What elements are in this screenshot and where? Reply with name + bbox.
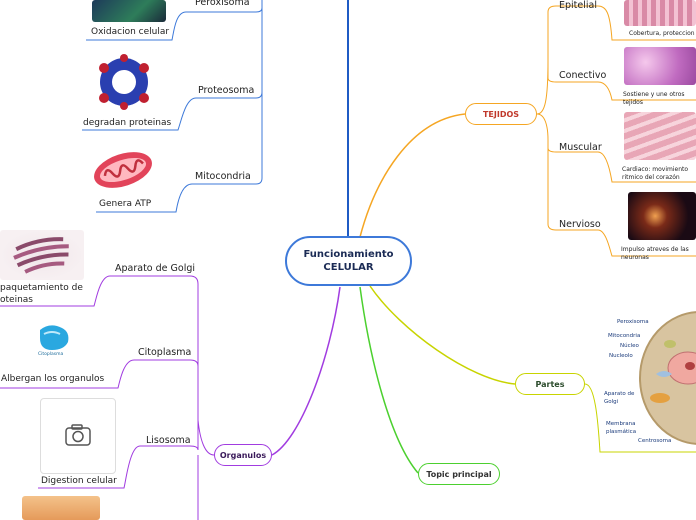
organulo-peroxisoma[interactable]: Peroxisoma	[195, 0, 250, 8]
golgi-caption-line1: paquetamiento de	[0, 283, 83, 293]
nervioso-image	[628, 192, 696, 240]
mitocondria-illustration	[94, 152, 152, 188]
topic-principal[interactable]: Topic principal	[418, 463, 500, 485]
cell-label-nucleolo: Nucleolo	[609, 353, 633, 359]
organulo-extra-image	[22, 496, 100, 520]
lisosoma-image-placeholder[interactable]	[40, 398, 116, 474]
conectivo-caption: Sostiene y une otros tejidos	[623, 91, 685, 106]
tejido-nervioso[interactable]: Nervioso	[559, 219, 601, 230]
proteosoma-image	[92, 52, 156, 112]
proteosoma-illustration	[99, 54, 149, 110]
tejido-epitelial[interactable]: Epitelial	[559, 0, 597, 11]
organulo-golgi[interactable]: Aparato de Golgi	[115, 263, 196, 274]
muscular-image	[624, 112, 696, 160]
nervioso-caption: Impulso atreves de las neuronas	[621, 246, 689, 261]
organulo-lisosoma[interactable]: Lisosoma	[146, 435, 191, 446]
peroxisoma-caption: Oxidacion celular	[91, 27, 170, 37]
cell-illustration	[639, 311, 696, 445]
cell-label-mitocondria: Mitocondria	[608, 333, 641, 339]
lisosoma-caption: Digestion celular	[41, 476, 117, 486]
central-title-line2: CELULAR	[323, 262, 374, 273]
conectivo-image	[624, 47, 696, 85]
citoplasma-caption: Albergan los organulos	[1, 374, 105, 384]
topic-organulos[interactable]: Organulos	[214, 444, 272, 466]
muscular-caption-line2: ritmico del corazón	[622, 174, 680, 181]
tejido-muscular[interactable]: Muscular	[559, 142, 602, 153]
cell-label-golgi: Aparato de Golgi	[604, 391, 635, 405]
muscular-caption-line1: Cardiaco: movimiento	[622, 166, 689, 173]
muscular-caption: Cardiaco: movimiento ritmico del corazón	[622, 166, 688, 182]
topic-tejidos[interactable]: TEJIDOS	[465, 103, 537, 125]
citoplasma-illustration	[40, 325, 69, 350]
organulo-mitocondria[interactable]: Mitocondria	[195, 171, 251, 182]
mitocondria-image	[90, 145, 156, 195]
golgi-caption-line2: oteinas	[0, 295, 33, 305]
camera-icon	[65, 424, 91, 446]
cell-diagram-image	[600, 306, 696, 448]
cell-label-nucleo: Núcleo	[620, 343, 639, 349]
golgi-illustration	[13, 237, 69, 274]
tejido-conectivo[interactable]: Conectivo	[559, 70, 607, 81]
topic-partes[interactable]: Partes	[515, 373, 585, 395]
proteosoma-caption: degradan proteinas	[83, 118, 172, 128]
golgi-image	[0, 230, 84, 280]
organulo-citoplasma[interactable]: Citoplasma	[138, 347, 192, 358]
organulo-proteosoma[interactable]: Proteosoma	[198, 85, 255, 96]
cell-label-peroxisoma: Peroxisoma	[617, 319, 649, 325]
cell-label-centrosoma: Centrosoma	[638, 438, 672, 444]
epitelial-caption: Cobertura, proteccion	[629, 30, 695, 37]
citoplasma-image: Citoplasma	[32, 320, 76, 360]
golgi-caption: paquetamiento de oteinas	[0, 282, 83, 306]
citoplasma-image-text: Citoplasma	[38, 352, 64, 357]
central-topic[interactable]: Funcionamiento CELULAR	[285, 236, 412, 286]
central-title-line1: Funcionamiento	[303, 249, 394, 260]
epitelial-image	[624, 0, 696, 26]
mitocondria-caption: Genera ATP	[99, 199, 152, 209]
peroxisoma-image	[92, 0, 166, 22]
cell-label-membrana: Membrana plasmática	[606, 421, 637, 435]
